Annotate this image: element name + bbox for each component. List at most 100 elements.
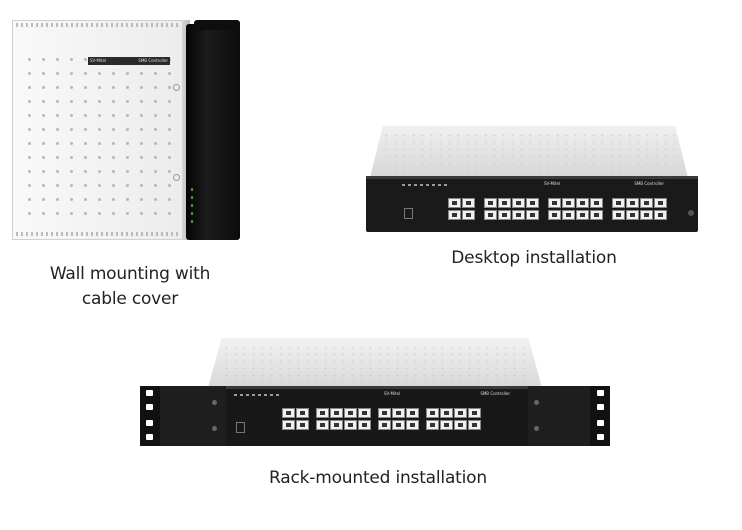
rj45-port	[612, 210, 625, 220]
rj45-port	[468, 420, 481, 430]
status-led	[191, 188, 193, 191]
vent-hole	[28, 212, 31, 215]
desktop-caption: Desktop installation	[451, 248, 617, 268]
vent-hole	[154, 100, 157, 103]
rj45-port	[378, 408, 391, 418]
rj45-port	[498, 210, 511, 220]
status-led	[234, 394, 237, 396]
status-led	[270, 394, 273, 396]
vent-hole	[154, 114, 157, 117]
vent-hole	[98, 184, 101, 187]
vent-hole	[140, 114, 143, 117]
vent-hole	[70, 86, 73, 89]
status-led	[432, 184, 435, 186]
vent-hole	[168, 212, 171, 215]
vent-hole	[84, 128, 87, 131]
wall-caption: Wall mounting with cable cover	[24, 262, 236, 312]
vent-hole	[112, 100, 115, 103]
rj45-port	[590, 198, 603, 208]
vent-hole	[42, 142, 45, 145]
rack-hole	[597, 434, 604, 440]
vent-hole	[140, 86, 143, 89]
chassis-front: SV-Mitel SMB Controller	[226, 386, 528, 446]
vent-hole	[42, 170, 45, 173]
rj45-port	[626, 198, 639, 208]
rack-image: SV-Mitel SMB Controller	[140, 338, 610, 448]
status-led	[252, 394, 255, 396]
status-led	[191, 220, 193, 223]
vent-hole	[56, 58, 59, 61]
rj45-port	[296, 408, 309, 418]
vent-hole	[56, 100, 59, 103]
vent-hole	[56, 198, 59, 201]
vent-hole	[42, 114, 45, 117]
power-button	[236, 422, 245, 433]
vent-hole	[70, 114, 73, 117]
chassis-front: SV-Mitel SMB Controller	[366, 176, 698, 232]
vent-hole	[98, 212, 101, 215]
power-button	[404, 208, 413, 219]
rj45-port	[640, 210, 653, 220]
vent-hole	[56, 156, 59, 159]
rj45-port	[626, 210, 639, 220]
status-led	[438, 184, 441, 186]
vent-hole	[154, 198, 157, 201]
vent-hole	[140, 142, 143, 145]
vent-hole	[84, 170, 87, 173]
vent-hole	[84, 72, 87, 75]
vent-hole	[42, 72, 45, 75]
vent-hole	[70, 156, 73, 159]
rj45-port	[282, 420, 295, 430]
vent-hole	[140, 72, 143, 75]
rj45-port	[576, 210, 589, 220]
rj45-port	[378, 420, 391, 430]
vent-hole	[168, 170, 171, 173]
chassis-top-texture	[382, 132, 676, 174]
bracket-screw	[534, 400, 539, 405]
wall-mount-image: SV-Mitel SMB Controller	[12, 20, 240, 240]
vent-hole	[168, 86, 171, 89]
vent-hole	[28, 100, 31, 103]
vent-hole	[112, 170, 115, 173]
rj45-port	[426, 408, 439, 418]
vent-hole-grid	[12, 20, 184, 240]
rj45-port	[392, 420, 405, 430]
vent-hole	[98, 86, 101, 89]
vent-hole	[126, 212, 129, 215]
rj45-port	[498, 198, 511, 208]
bracket-screw	[212, 426, 217, 431]
vent-hole	[28, 114, 31, 117]
rack-hole	[146, 390, 153, 396]
vent-hole	[28, 142, 31, 145]
vent-hole	[140, 100, 143, 103]
brand-label: SV-Mitel	[384, 391, 401, 396]
rack-hole	[597, 404, 604, 410]
vent-hole	[84, 100, 87, 103]
rack-bracket-right	[528, 386, 590, 446]
led-row	[234, 394, 284, 398]
rack-ear-left	[140, 386, 160, 446]
status-led	[240, 394, 243, 396]
vent-hole	[126, 72, 129, 75]
vent-hole	[84, 86, 87, 89]
chassis-top-texture	[222, 344, 528, 384]
vent-hole	[126, 170, 129, 173]
model-label: SMB Controller	[480, 391, 510, 396]
vent-hole	[70, 100, 73, 103]
rj45-port	[640, 198, 653, 208]
port-panel	[448, 198, 688, 224]
vent-hole	[70, 142, 73, 145]
top-vent	[16, 23, 180, 27]
rj45-port	[406, 408, 419, 418]
status-led	[191, 212, 193, 215]
vent-hole	[112, 86, 115, 89]
rj45-port	[562, 198, 575, 208]
rj45-port	[448, 198, 461, 208]
label-strip: SV-Mitel SMB Controller	[384, 391, 510, 397]
vent-hole	[168, 128, 171, 131]
rj45-port	[358, 420, 371, 430]
vent-hole	[126, 114, 129, 117]
led-row	[402, 184, 452, 188]
status-led	[444, 184, 447, 186]
desktop-image: SV-Mitel SMB Controller	[362, 126, 702, 236]
